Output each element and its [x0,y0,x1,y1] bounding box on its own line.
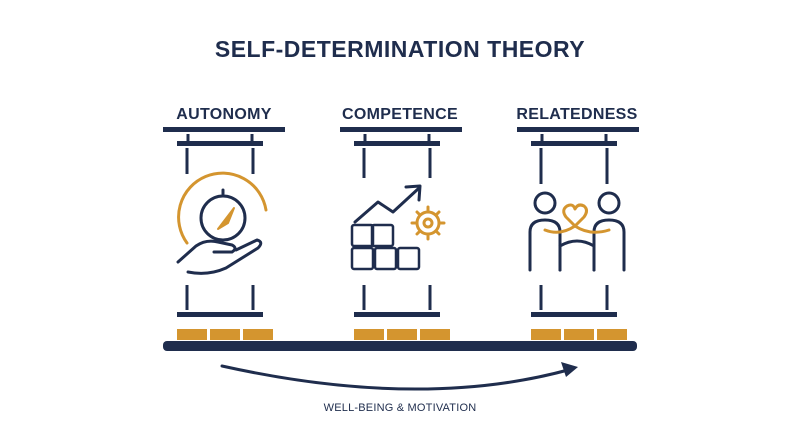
pillar-capital [517,127,639,146]
pillar-autonomy [163,127,285,340]
pillar-base [354,312,450,340]
pillar-base [177,312,273,340]
gear-icon [410,205,446,241]
pillar-label-competence: COMPETENCE [342,106,458,123]
pillar-label-relatedness: RELATEDNESS [516,106,638,123]
foundation-bar [163,341,637,351]
pillar-label-autonomy: AUTONOMY [176,106,272,123]
page-title: SELF-DETERMINATION THEORY [214,36,586,62]
growth-blocks-gear-icon [350,184,446,271]
pillar-capital [340,127,462,146]
pillar-base [531,312,627,340]
people-heart-icon [528,191,626,272]
pillar-competence [340,127,462,340]
blocks-icon [350,223,421,271]
pillar-capital [163,127,285,146]
pillar-shaft [539,148,609,310]
arrow-head-icon [561,362,578,377]
pillar-relatedness [517,127,639,340]
compass-in-hand-icon [176,171,268,275]
footer-label: WELL-BEING & MOTIVATION [323,402,477,414]
pillar-shaft [362,148,432,310]
pillar-shaft [185,148,255,310]
curved-arrow [220,362,578,391]
